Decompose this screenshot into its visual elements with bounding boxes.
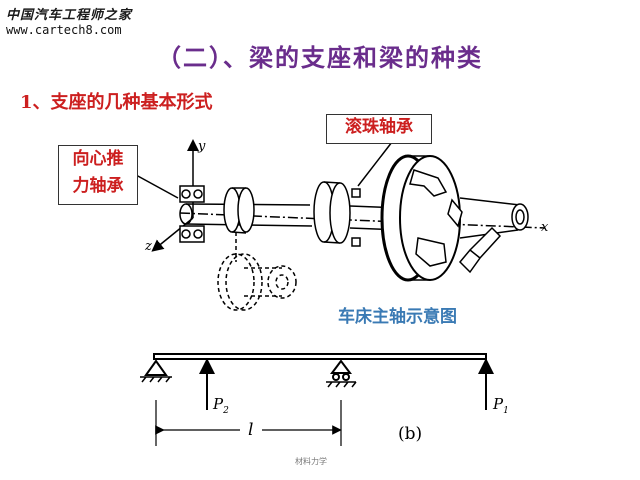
footer-text: 材料力学 <box>295 457 327 466</box>
gear-dashed <box>217 232 297 311</box>
cutting-tool <box>458 226 502 274</box>
load-p2-letter: P <box>213 395 224 413</box>
load-p1-subscript: 1 <box>503 406 509 416</box>
figure-caption: 车床主轴示意图 <box>338 307 457 327</box>
leader-roller <box>357 141 393 187</box>
callout-thrust-line1: 向心推 <box>72 149 124 169</box>
load-p1-letter: P <box>493 395 504 413</box>
leader-thrust <box>135 174 179 199</box>
roller-support <box>330 359 352 374</box>
page-title: （二）、梁的支座和梁的种类 <box>157 43 483 72</box>
callout-thrust-line2: 力轴承 <box>72 176 124 196</box>
load-label-p1: P1 <box>493 395 509 416</box>
thrust-bearing-shape <box>179 185 205 243</box>
axis-label-x: x <box>541 220 549 235</box>
length-label: l <box>248 420 254 440</box>
beam <box>153 353 487 360</box>
chuck-jaw-bottom <box>415 237 447 267</box>
callout-roller-bearing: 滚珠轴承 <box>326 114 432 144</box>
axis-label-z: z <box>145 239 152 254</box>
beam-diagram <box>140 353 494 446</box>
load-p2-subscript: 2 <box>223 406 229 416</box>
z-axis-line <box>151 217 194 252</box>
pin-support <box>144 359 168 376</box>
callout-thrust-bearing: 向心推 力轴承 <box>58 145 138 205</box>
roller-bearing-bottom <box>351 237 361 247</box>
axis-label-y: y <box>198 139 206 154</box>
load-label-p2: P2 <box>213 395 229 416</box>
chuck <box>380 154 463 282</box>
roller-bearing-top <box>351 188 361 198</box>
figure-label-b: (b) <box>398 424 423 444</box>
chuck-jaw-top <box>409 169 448 197</box>
lathe-spindle-sketch <box>135 139 546 311</box>
site-url: www.cartech8.com <box>6 23 122 37</box>
site-logo-text: 中国汽车工程师之家 <box>6 8 133 23</box>
section-heading: 1、支座的几种基本形式 <box>20 92 213 113</box>
